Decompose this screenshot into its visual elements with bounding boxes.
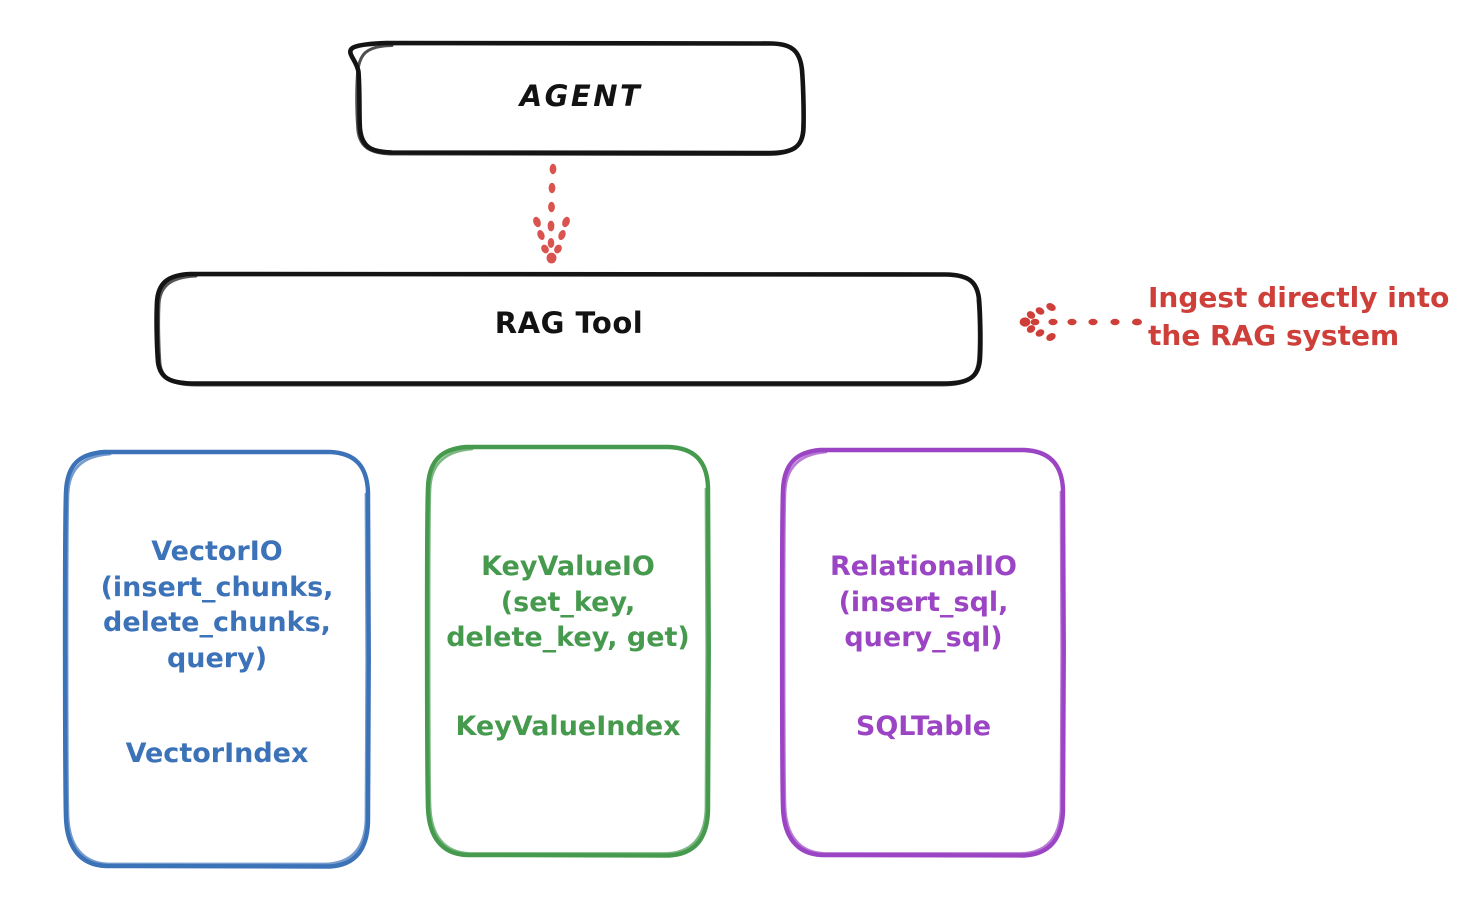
keyvalue-store-node-outline xyxy=(424,444,711,858)
rag-tool-node-outline xyxy=(154,271,983,386)
vector-store-node-overstroke xyxy=(65,452,369,866)
relational-store-node[interactable] xyxy=(779,447,1066,858)
relational-store-node-overstroke xyxy=(782,450,1064,855)
relational-store-node-outline xyxy=(779,447,1066,858)
ingest-note-connector xyxy=(1019,303,1142,341)
agent-node[interactable] xyxy=(348,40,806,156)
agent-node-outline xyxy=(348,40,806,156)
agent-to-rag-connector xyxy=(533,163,570,264)
vector-store-node-outline xyxy=(62,449,371,869)
rag-tool-node-outline-overstroke xyxy=(157,274,981,387)
keyvalue-store-node-overstroke xyxy=(427,447,709,855)
rag-tool-node[interactable] xyxy=(154,271,983,387)
vector-store-node[interactable] xyxy=(62,449,371,869)
keyvalue-store-node[interactable] xyxy=(424,444,711,858)
agent-node-outline-overstroke xyxy=(355,44,805,156)
